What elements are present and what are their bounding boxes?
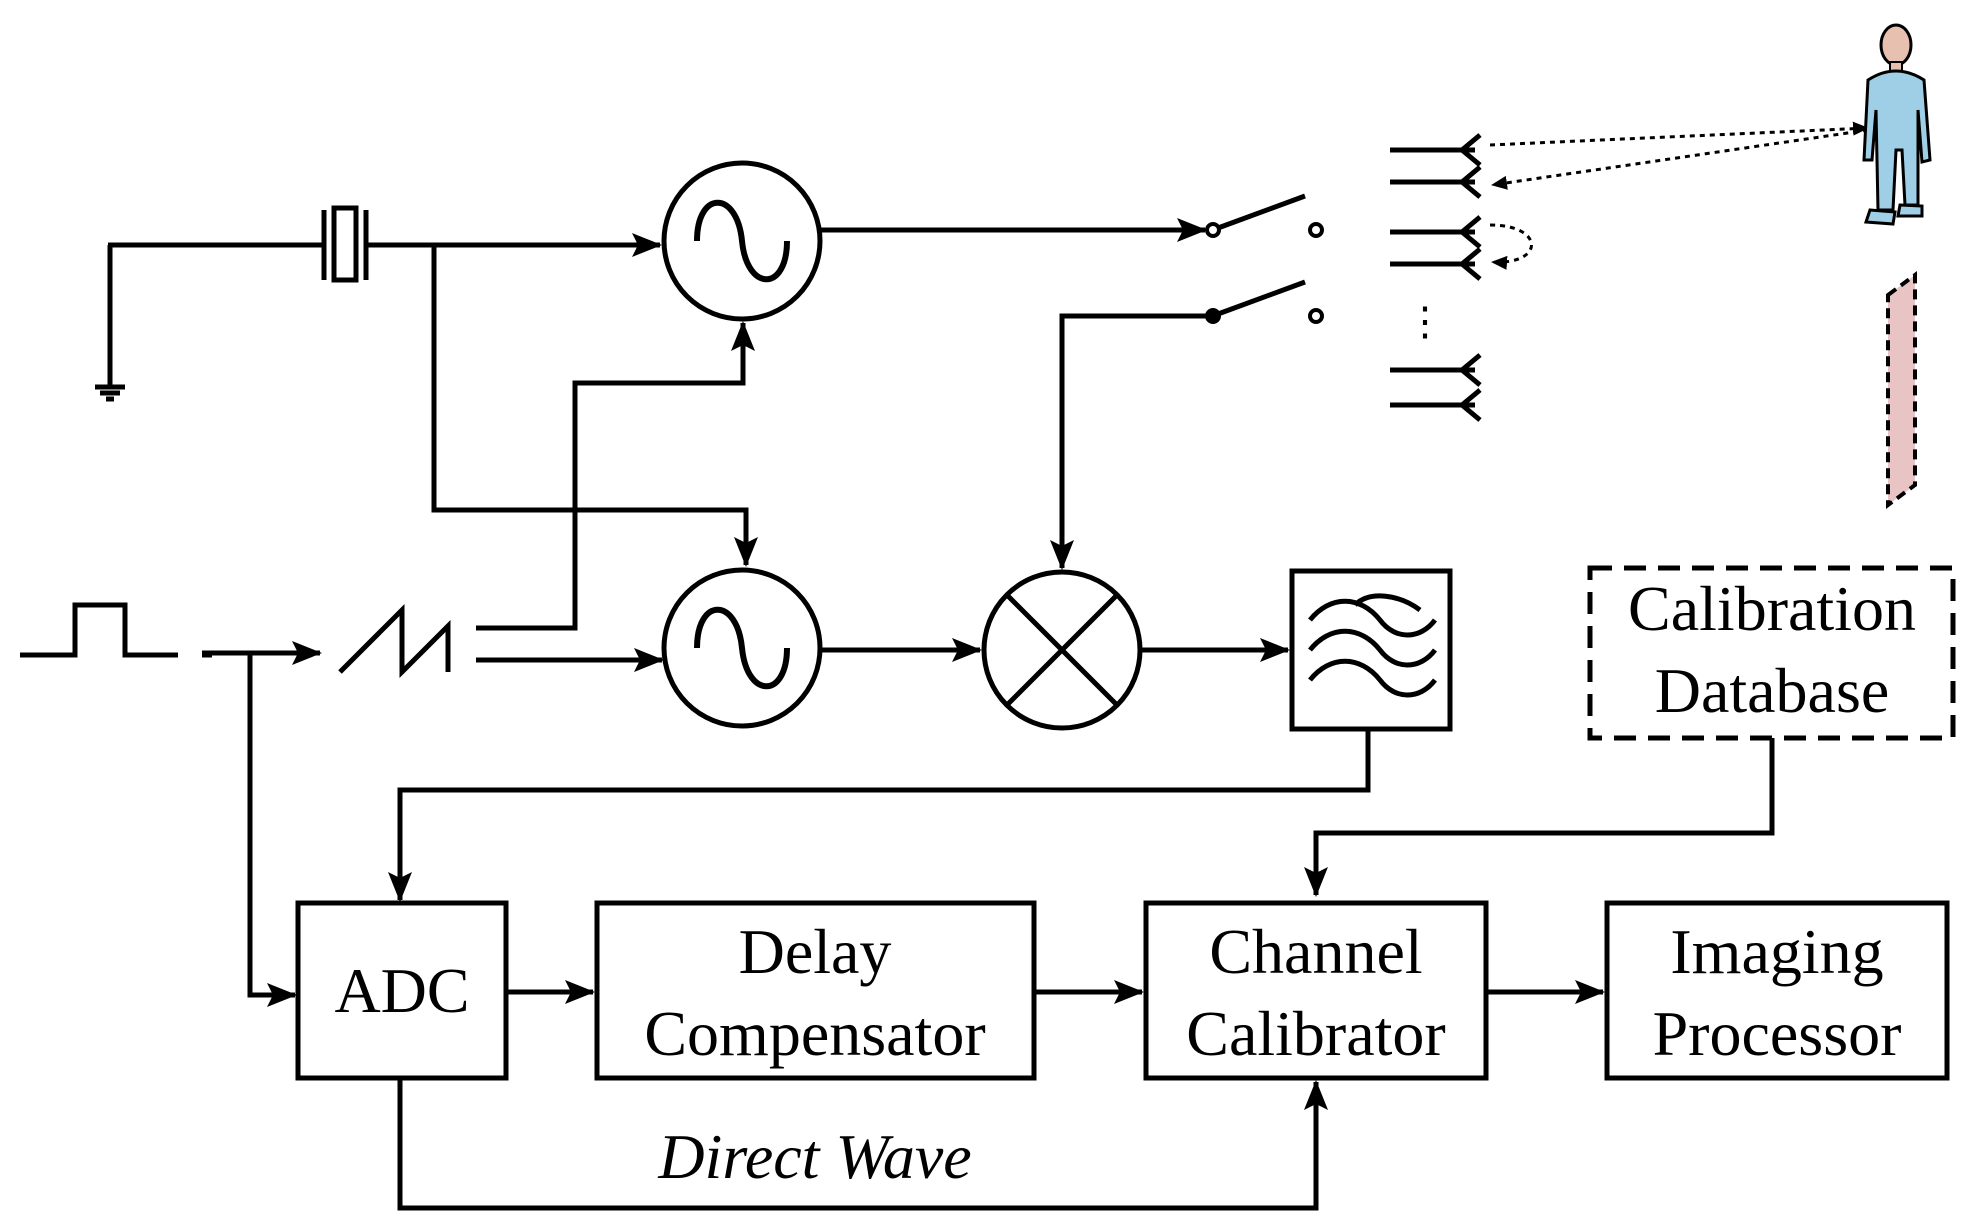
wire-direct-wave <box>397 1078 1328 1211</box>
wire-switch-mixer <box>1050 313 1215 570</box>
imaging-processor-line1: Imaging <box>1670 916 1883 987</box>
person-icon <box>1862 23 1932 226</box>
switch-icon <box>1205 279 1324 324</box>
antenna-icon <box>1390 133 1482 199</box>
sine-oscillator-icon <box>661 160 823 322</box>
wire-database-calibrator <box>1304 738 1775 897</box>
channel-calibrator-line2: Calibrator <box>1186 998 1445 1069</box>
switch-icon <box>1205 193 1324 238</box>
sine-oscillator-icon <box>661 567 823 729</box>
imaging-processor-block <box>1604 900 1950 1081</box>
wire-ramp-osc1 <box>476 321 755 631</box>
signal-paths <box>1489 121 1869 270</box>
bandpass-filter-icon <box>1289 568 1453 732</box>
crystal-oscillator-icon <box>321 205 369 283</box>
wall-icon <box>1886 271 1917 509</box>
mixer-icon <box>981 569 1143 731</box>
direct-wave-label: Direct Wave <box>657 1121 971 1192</box>
calibration-database-line1: Calibration <box>1628 573 1916 644</box>
wire-pulse-adc <box>247 653 297 1007</box>
wire-filter-adc <box>388 729 1371 902</box>
antenna-ellipsis: ⋮ <box>1405 299 1445 344</box>
antenna-icon <box>1390 215 1482 281</box>
sawtooth-icon <box>338 603 451 679</box>
imaging-processor-line2: Processor <box>1653 998 1902 1069</box>
delay-compensator-line2: Compensator <box>644 998 985 1069</box>
wire-crystal-osc2 <box>431 245 758 567</box>
calibration-database-line2: Database <box>1655 655 1890 726</box>
antenna-icon <box>1390 353 1482 422</box>
pulse-icon <box>20 602 212 658</box>
ground-icon <box>95 245 125 402</box>
adc-label: ADC <box>334 955 469 1026</box>
delay-compensator-line1: Delay <box>739 916 892 987</box>
channel-calibrator-line1: Channel <box>1209 916 1422 987</box>
